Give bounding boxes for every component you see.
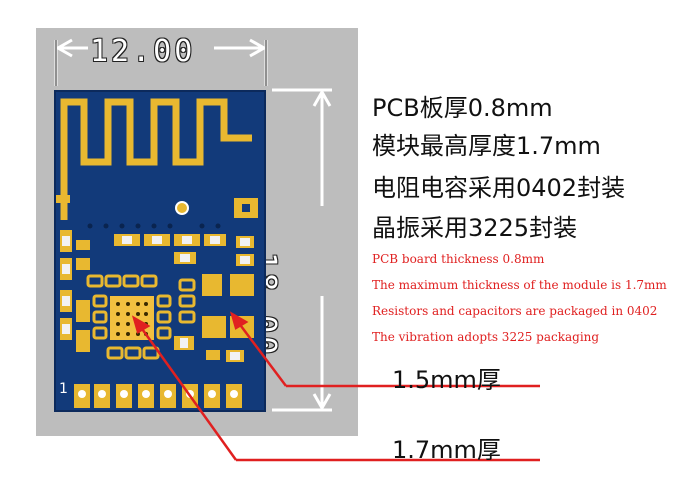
pin1-marker: 1 xyxy=(59,381,68,397)
spec-cn-4: 晶振采用3225封装 xyxy=(372,214,578,242)
spec-cn-2: 模块最高厚度1.7mm xyxy=(372,132,601,160)
pcb-artwork xyxy=(56,98,258,408)
spec-cn-1: PCB板厚0.8mm xyxy=(372,94,553,122)
chip-thickness-callout: 1.7mm厚 xyxy=(392,436,501,464)
width-dimension-label: 12.00 xyxy=(90,34,196,69)
crystal-thickness-callout: 1.5mm厚 xyxy=(392,366,501,394)
spec-en-1: PCB board thickness 0.8mm xyxy=(372,252,545,266)
spec-en-4: The vibration adopts 3225 packaging xyxy=(372,330,600,344)
spec-cn-3: 电阻电容采用0402封装 xyxy=(372,174,626,202)
spec-en-3: Resistors and capacitors are packaged in… xyxy=(372,304,658,318)
spec-en-2: The maximum thickness of the module is 1… xyxy=(372,278,667,292)
